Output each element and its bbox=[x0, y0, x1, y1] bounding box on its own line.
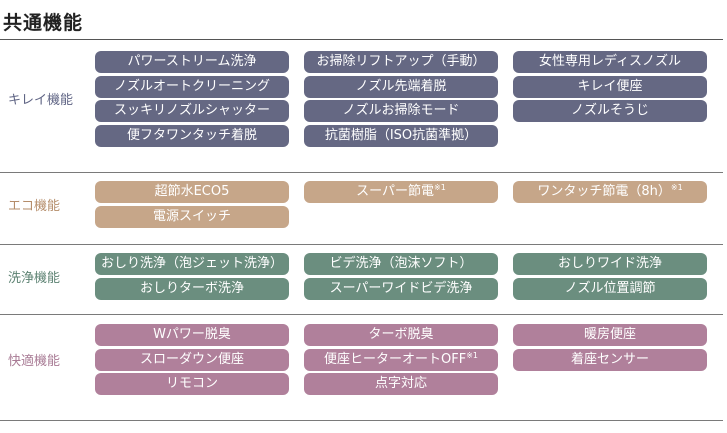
feature-pill: ワンタッチ節電（8h）※1 bbox=[513, 181, 707, 203]
feature-label: ノズル先端着脱 bbox=[355, 78, 447, 94]
feature-label: お掃除リフトアップ（手動） bbox=[316, 54, 486, 69]
feature-pill: 超節水ECO5 bbox=[95, 181, 289, 203]
feature-pill: 電源スイッチ bbox=[95, 205, 289, 228]
section-divider bbox=[0, 314, 723, 315]
feature-pill: スーパーワイドビデ洗浄 bbox=[304, 277, 498, 300]
feature-label: 便フタワンタッチ着脱 bbox=[126, 127, 257, 143]
feature-pill: リモコン bbox=[95, 373, 289, 395]
feature-label: スローダウン便座 bbox=[139, 351, 244, 367]
feature-label: 超節水ECO5 bbox=[154, 184, 230, 199]
feature-label: スーパーワイドビデ洗浄 bbox=[329, 280, 473, 296]
feature-pill: Wパワー脱臭 bbox=[95, 324, 289, 346]
section-label: 快適機能 bbox=[8, 353, 61, 369]
feature-pill: おしりターボ洗浄 bbox=[95, 277, 289, 300]
feature-label: 女性専用レディスノズル bbox=[538, 54, 682, 69]
feature-pill: 暖房便座 bbox=[513, 324, 707, 346]
section-label: キレイ機能 bbox=[8, 93, 74, 108]
section-label: 洗浄機能 bbox=[8, 270, 61, 286]
feature-pill: 点字対応 bbox=[304, 373, 498, 395]
feature-label: ノズルお掃除モード bbox=[342, 103, 460, 118]
feature-pill: ノズル位置調節 bbox=[513, 277, 707, 300]
feature-pill: 女性専用レディスノズル bbox=[513, 51, 707, 73]
feature-pill: スーパー節電※1 bbox=[304, 181, 498, 203]
feature-pill: おしり洗浄（泡ジェット洗浄） bbox=[95, 253, 289, 275]
feature-pill: ノズルお掃除モード bbox=[304, 100, 498, 122]
section-divider bbox=[0, 244, 723, 245]
feature-pill: ノズルそうじ bbox=[513, 100, 707, 122]
feature-label: ビデ洗浄（泡沫ソフト） bbox=[329, 256, 473, 271]
feature-label: 点字対応 bbox=[374, 376, 427, 391]
footnote-mark: ※1 bbox=[434, 183, 446, 192]
feature-pill: ノズルオートクリーニング bbox=[95, 75, 289, 98]
feature-label: スーパー節電 bbox=[356, 184, 435, 199]
feature-label: おしりターボ洗浄 bbox=[139, 280, 244, 296]
feature-label: ノズルそうじ bbox=[570, 103, 649, 118]
feature-label: 暖房便座 bbox=[583, 327, 636, 342]
section-divider bbox=[0, 172, 723, 173]
feature-label: 抗菌樹脂（ISO抗菌準拠） bbox=[324, 127, 478, 143]
feature-label: リモコン bbox=[165, 376, 218, 391]
section-label: エコ機能 bbox=[8, 198, 61, 214]
feature-label: ターボ脱臭 bbox=[368, 327, 434, 342]
section-divider bbox=[0, 420, 723, 421]
feature-label: 便座ヒーターオートOFF bbox=[324, 351, 467, 367]
feature-label: パワーストリーム洗浄 bbox=[127, 54, 257, 69]
feature-pill: ターボ脱臭 bbox=[304, 324, 498, 346]
feature-pill: パワーストリーム洗浄 bbox=[95, 51, 289, 73]
feature-label: ノズルオートクリーニング bbox=[113, 78, 270, 94]
feature-label: 着座センサー bbox=[570, 351, 649, 367]
feature-label: キレイ便座 bbox=[577, 78, 643, 94]
title-divider bbox=[0, 39, 723, 40]
feature-pill: 抗菌樹脂（ISO抗菌準拠） bbox=[304, 124, 498, 147]
feature-pill: 便フタワンタッチ着脱 bbox=[95, 124, 289, 147]
page-title: 共通機能 bbox=[3, 12, 84, 34]
feature-label: スッキリノズルシャッター bbox=[113, 103, 270, 118]
footnote-mark: ※1 bbox=[466, 350, 478, 360]
feature-label: Wパワー脱臭 bbox=[153, 327, 231, 342]
feature-pill: おしりワイド洗浄 bbox=[513, 253, 707, 275]
feature-label: ノズル位置調節 bbox=[564, 280, 656, 296]
feature-pill: ノズル先端着脱 bbox=[304, 75, 498, 98]
feature-label: ワンタッチ節電（8h） bbox=[537, 184, 671, 199]
feature-pill: 着座センサー bbox=[513, 348, 707, 371]
feature-pill: スローダウン便座 bbox=[95, 348, 289, 371]
feature-pill: キレイ便座 bbox=[513, 75, 707, 98]
feature-pill: ビデ洗浄（泡沫ソフト） bbox=[304, 253, 498, 275]
feature-label: おしりワイド洗浄 bbox=[557, 256, 662, 271]
footnote-mark: ※1 bbox=[670, 183, 683, 192]
feature-pill: スッキリノズルシャッター bbox=[95, 100, 289, 122]
feature-label: おしり洗浄（泡ジェット洗浄） bbox=[100, 256, 283, 271]
feature-pill: お掃除リフトアップ（手動） bbox=[304, 51, 498, 73]
feature-label: 電源スイッチ bbox=[152, 208, 231, 224]
feature-pill: 便座ヒーターオートOFF※1 bbox=[304, 348, 498, 371]
